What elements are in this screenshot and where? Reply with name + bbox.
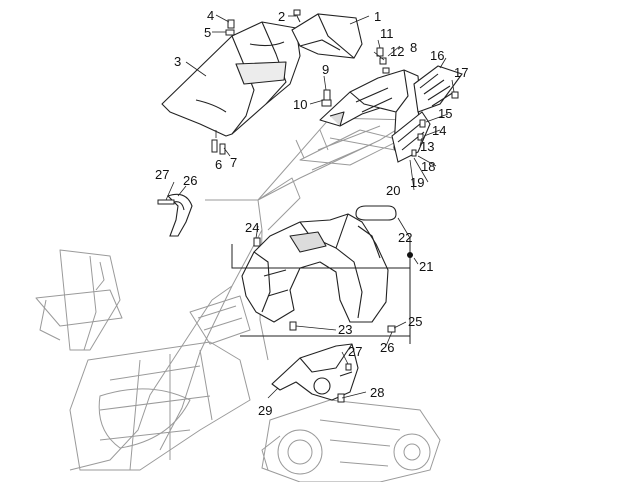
callout-13: 13: [420, 139, 435, 154]
leader-lines: [165, 14, 455, 399]
callout-27b: 27: [348, 344, 363, 359]
callout-28: 28: [370, 385, 385, 400]
callout-9: 9: [322, 62, 330, 77]
callout-15: 15: [438, 106, 453, 121]
callout-2: 2: [278, 9, 286, 24]
part-pad: [355, 205, 397, 221]
callout-26b: 26: [183, 173, 198, 188]
callout-21: 21: [419, 259, 434, 274]
callout-8: 8: [410, 40, 418, 55]
callout-7: 7: [230, 155, 238, 170]
callout-19: 19: [410, 175, 425, 190]
callout-23: 23: [338, 322, 353, 337]
callout-5: 5: [204, 25, 212, 40]
callout-4: 4: [207, 8, 215, 23]
callout-6: 6: [215, 157, 223, 172]
callout-11: 11: [380, 26, 394, 41]
callout-29: 29: [258, 403, 273, 418]
callout-18: 18: [421, 159, 436, 174]
callout-17: 17: [454, 65, 469, 80]
engine-unit: [261, 399, 441, 482]
part-hook-bracket: [166, 193, 193, 237]
scooter-frame: [35, 117, 413, 471]
callout-25: 25: [408, 314, 423, 329]
part-reflector: [413, 65, 463, 113]
callout-26: 26: [380, 340, 395, 355]
callout-20: 20: [386, 183, 401, 198]
callout-22: 22: [398, 230, 413, 245]
callout-3: 3: [174, 54, 182, 69]
callout-1: 1: [374, 9, 382, 24]
part-lower-splash-guard: [271, 343, 359, 401]
callout-27: 27: [155, 167, 170, 182]
callout-12: 12: [390, 44, 405, 59]
part-rear-tray: [161, 21, 301, 137]
part-bracket-plate: [291, 13, 363, 59]
group-marker-dot: [407, 252, 413, 258]
part-inner-mudguard: [241, 213, 389, 323]
callout-16: 16: [430, 48, 445, 63]
callout-10: 10: [293, 97, 308, 112]
callout-24: 24: [245, 220, 260, 235]
callout-14: 14: [432, 123, 447, 138]
